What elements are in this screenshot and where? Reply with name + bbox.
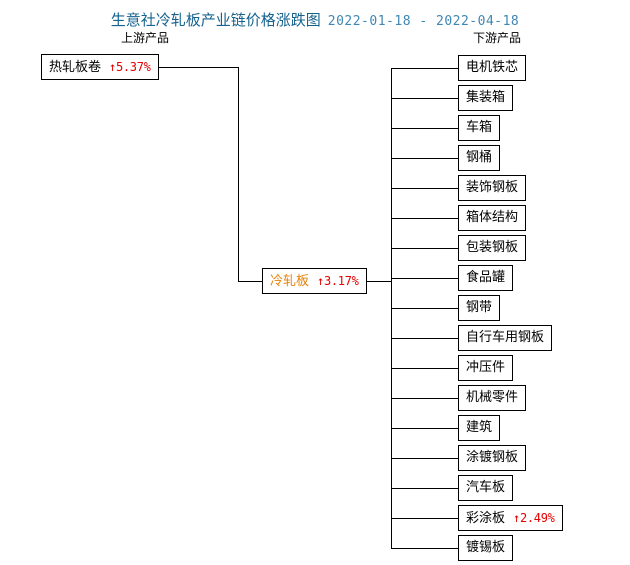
node-label: 热轧板卷 xyxy=(49,60,102,75)
node-label: 装饰钢板 xyxy=(466,180,519,195)
node-downstream-12[interactable]: 机械零件 xyxy=(458,385,527,411)
node-label: 车箱 xyxy=(466,120,493,135)
connector-line-horizontal xyxy=(391,518,458,519)
node-downstream-16[interactable]: 彩涂板 ↑2.49% xyxy=(458,505,563,531)
connector-line-horizontal xyxy=(391,458,458,459)
node-label: 钢带 xyxy=(466,300,493,315)
node-change-text: 2.49% xyxy=(519,511,555,525)
connector-line-horizontal xyxy=(391,188,458,189)
connector-line-horizontal xyxy=(391,218,458,219)
node-downstream-14[interactable]: 涂镀钢板 xyxy=(458,445,527,471)
connector-line-horizontal xyxy=(391,158,458,159)
node-downstream-10[interactable]: 自行车用钢板 xyxy=(458,325,553,351)
node-downstream-1[interactable]: 电机铁芯 xyxy=(458,55,527,81)
node-change-value: ↑5.37% xyxy=(109,60,151,74)
connector-line-horizontal xyxy=(391,68,458,69)
page-title: 生意社冷轧板产业链价格涨跌图 xyxy=(110,11,321,29)
connector-line-horizontal xyxy=(391,368,458,369)
node-downstream-8[interactable]: 食品罐 xyxy=(458,265,514,291)
node-label: 箱体结构 xyxy=(466,210,519,225)
connector-line-horizontal xyxy=(391,128,458,129)
node-change-value: ↑3.17% xyxy=(317,274,359,288)
node-label: 冷轧板 xyxy=(270,274,310,289)
connector-line-horizontal xyxy=(391,98,458,99)
node-label: 电机铁芯 xyxy=(466,60,519,75)
node-label: 食品罐 xyxy=(466,270,506,285)
node-label: 冲压件 xyxy=(466,360,506,375)
node-change-text: 5.37% xyxy=(115,60,151,74)
node-downstream-15[interactable]: 汽车板 xyxy=(458,475,514,501)
connector-line-horizontal xyxy=(367,281,391,282)
node-downstream-13[interactable]: 建筑 xyxy=(458,415,501,441)
connector-line-horizontal xyxy=(159,67,238,68)
connector-line-vertical xyxy=(238,67,239,281)
date-range-label: 2022-01-18 - 2022-04-18 xyxy=(327,14,520,29)
connector-line-horizontal xyxy=(391,248,458,249)
chart-title-row: 生意社冷轧板产业链价格涨跌图 2022-01-18 - 2022-04-18 xyxy=(0,9,630,30)
node-downstream-5[interactable]: 装饰钢板 xyxy=(458,175,527,201)
node-label: 自行车用钢板 xyxy=(466,330,545,345)
arrow-up-icon: ↑ xyxy=(513,511,520,525)
connector-line-horizontal xyxy=(391,338,458,339)
arrow-up-icon: ↑ xyxy=(109,60,116,74)
node-center-cold-rolled-plate[interactable]: 冷轧板 ↑3.17% xyxy=(262,268,367,294)
node-downstream-6[interactable]: 箱体结构 xyxy=(458,205,527,231)
node-label: 集装箱 xyxy=(466,90,506,105)
node-downstream-3[interactable]: 车箱 xyxy=(458,115,501,141)
node-downstream-2[interactable]: 集装箱 xyxy=(458,85,514,111)
node-label: 彩涂板 xyxy=(466,511,506,526)
node-label: 钢桶 xyxy=(466,150,493,165)
node-label: 涂镀钢板 xyxy=(466,450,519,465)
node-upstream-hot-rolled-coil[interactable]: 热轧板卷 ↑5.37% xyxy=(41,54,159,80)
connector-line-horizontal xyxy=(391,488,458,489)
node-change-value: ↑2.49% xyxy=(513,511,555,525)
connector-line-horizontal xyxy=(391,398,458,399)
upstream-column-header: 上游产品 xyxy=(120,31,169,45)
connector-line-horizontal xyxy=(391,308,458,309)
connector-line-horizontal xyxy=(391,548,458,549)
node-label: 包装钢板 xyxy=(466,240,519,255)
connector-line-horizontal xyxy=(238,281,262,282)
node-label: 机械零件 xyxy=(466,390,519,405)
connector-line-horizontal xyxy=(391,278,458,279)
downstream-column-header: 下游产品 xyxy=(472,31,521,45)
node-label: 镀锡板 xyxy=(466,540,506,555)
connector-line-horizontal xyxy=(391,428,458,429)
node-downstream-4[interactable]: 钢桶 xyxy=(458,145,501,171)
node-downstream-9[interactable]: 钢带 xyxy=(458,295,501,321)
node-downstream-7[interactable]: 包装钢板 xyxy=(458,235,527,261)
node-downstream-11[interactable]: 冲压件 xyxy=(458,355,514,381)
node-downstream-17[interactable]: 镀锡板 xyxy=(458,535,514,561)
node-label: 汽车板 xyxy=(466,480,506,495)
arrow-up-icon: ↑ xyxy=(317,274,324,288)
connector-line-vertical xyxy=(391,68,392,548)
node-label: 建筑 xyxy=(466,420,493,435)
node-change-text: 3.17% xyxy=(323,274,359,288)
